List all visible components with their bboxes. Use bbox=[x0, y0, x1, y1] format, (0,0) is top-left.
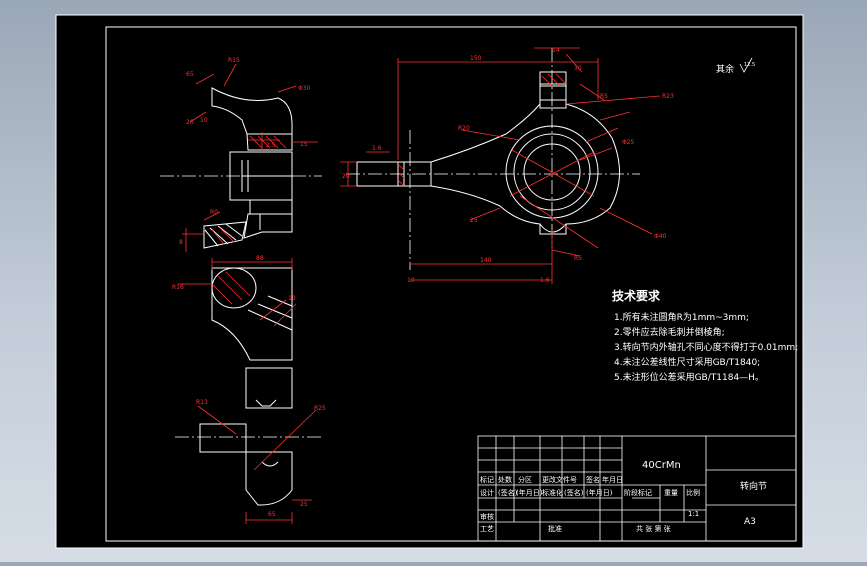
dim-right-5: 20 bbox=[342, 173, 350, 180]
tech-req-item-1: 1.所有未注圆角R为1mm~3mm; bbox=[614, 311, 749, 323]
dim-left-16: 25 bbox=[300, 501, 308, 508]
tb-review: 审核 bbox=[480, 512, 494, 521]
sheet-size-label: A3 bbox=[744, 517, 756, 527]
tb-approve: 批准 bbox=[548, 524, 562, 533]
dim-right-6: 30 bbox=[574, 65, 582, 72]
dim-right-4: 1.6 bbox=[372, 145, 382, 152]
dim-right-1: 150 bbox=[470, 55, 482, 62]
tech-req-item-2: 2.零件应去除毛刺并倒棱角; bbox=[614, 326, 725, 338]
dim-left-3: Φ30 bbox=[298, 85, 311, 92]
dim-left-6: 2.5 bbox=[266, 142, 276, 149]
part-name-label: 转向节 bbox=[740, 480, 767, 492]
right-view-dimensions bbox=[340, 47, 661, 284]
left-view-hatching bbox=[211, 135, 287, 305]
scale-label: 1:1 bbox=[688, 510, 699, 518]
left-view-centerlines bbox=[160, 175, 322, 438]
title-block bbox=[477, 435, 797, 542]
tb-process: 工艺 bbox=[480, 525, 494, 533]
tb-r1-c3: 分区 bbox=[518, 475, 532, 484]
tb-r2-c4: 标准化 bbox=[542, 488, 563, 497]
dim-left-4: 26 bbox=[186, 119, 194, 126]
dim-right-15: 1.6 bbox=[540, 277, 550, 284]
dim-right-8: R20 bbox=[458, 125, 470, 132]
dim-left-12: 10 bbox=[288, 295, 296, 302]
drawing-frame bbox=[105, 26, 797, 542]
title-block-text: 40CrMn 转向节 A3 1:1 标记 处数 分区 更改文件号 签名 年月日 … bbox=[480, 460, 767, 533]
dim-right-2: 140 bbox=[480, 257, 492, 264]
tb-weight-header: 重量 bbox=[664, 489, 678, 497]
dim-left-5: 10 bbox=[200, 117, 208, 124]
tb-sheets: 共 张 第 张 bbox=[636, 524, 671, 533]
left-view bbox=[199, 87, 293, 506]
tech-req-item-3: 3.转向节内外轴孔不同心度不得打于0.01mm; bbox=[614, 341, 798, 353]
dim-left-10: R0 bbox=[210, 209, 218, 216]
tb-r1-c5: 签名 bbox=[586, 475, 600, 484]
dim-right-13: Φ25 bbox=[622, 139, 635, 146]
tech-req-list: 1.所有未注圆角R为1mm~3mm; 2.零件应去除毛刺并倒棱角; 3.转向节内… bbox=[614, 311, 798, 383]
dim-left-7: 15 bbox=[300, 141, 308, 148]
dim-right-11: Φ40 bbox=[654, 233, 667, 240]
dim-right-12: R5 bbox=[574, 255, 582, 262]
tech-req-item-4: 4.未注公差线性尺寸采用GB/T1840; bbox=[614, 356, 760, 368]
tb-r2-c3: (年月日) bbox=[516, 488, 543, 497]
dim-right-9: 14 bbox=[552, 47, 560, 54]
dim-left-14: R13 bbox=[196, 399, 208, 406]
left-view-dim-text: 65 R15 Φ30 26 10 2.5 15 R16 8 R0 88 10 6… bbox=[172, 57, 326, 518]
tb-r2-c1: 设计 bbox=[480, 488, 494, 497]
tb-r2-c5: (签名) bbox=[564, 488, 584, 497]
dim-left-13: 65 bbox=[268, 511, 276, 518]
tech-req-title: 技术要求 bbox=[612, 288, 661, 303]
dim-right-10: R5 bbox=[600, 93, 608, 100]
dim-left-15: R25 bbox=[314, 405, 326, 412]
dim-right-14: 25 bbox=[470, 217, 478, 224]
tb-r1-c1: 标记 bbox=[480, 475, 494, 484]
tb-r2-c2: (签名) bbox=[498, 488, 518, 497]
dim-left-11: 88 bbox=[256, 255, 264, 262]
tb-r1-c2: 处数 bbox=[498, 475, 512, 484]
dim-right-3: 10 bbox=[407, 277, 415, 284]
dim-right-7: R23 bbox=[662, 93, 674, 100]
right-view-dim-text: 150 140 10 1.6 20 30 R23 R20 14 R5 Φ40 R… bbox=[342, 47, 674, 284]
tb-r1-c4: 更改文件号 bbox=[542, 475, 577, 484]
tb-r2-c6: (年月日) bbox=[586, 488, 613, 497]
dim-left-8: R16 bbox=[172, 284, 184, 291]
tb-r1-c6: 年月日 bbox=[602, 475, 623, 484]
material-label: 40CrMn bbox=[642, 460, 681, 471]
dim-left-2: R15 bbox=[228, 57, 240, 64]
drawing-sheet bbox=[55, 14, 804, 549]
roughness-note: 其余 bbox=[716, 63, 734, 75]
left-view-dimensions bbox=[178, 63, 318, 524]
roughness-value: 12.5 bbox=[744, 62, 755, 68]
tech-req-item-5: 5.未注形位公差采用GB/T1184—H。 bbox=[614, 371, 764, 383]
right-view-centerlines bbox=[346, 48, 640, 270]
dim-left-1: 65 bbox=[186, 71, 194, 78]
tb-scale-header: 比例 bbox=[686, 488, 700, 497]
tb-stage-header: 阶段标记 bbox=[624, 488, 652, 497]
right-view-hatching bbox=[397, 73, 567, 187]
dim-left-9: 8 bbox=[179, 239, 183, 246]
roughness-symbol bbox=[739, 57, 753, 73]
